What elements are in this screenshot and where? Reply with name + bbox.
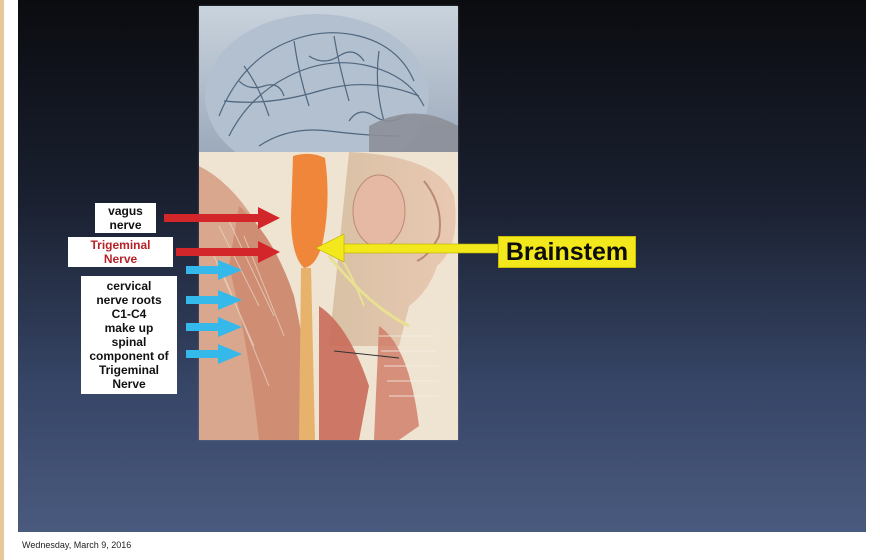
presentation-slide: vagus nerve Trigeminal Nerve cervical ne… — [18, 0, 866, 532]
vagus-nerve-label: vagus nerve — [95, 203, 156, 233]
brainstem-label: Brainstem — [498, 236, 636, 268]
cervical-nerve-roots-label: cervical nerve roots C1-C4 make up spina… — [81, 276, 177, 394]
trigeminal-nerve-label: Trigeminal Nerve — [68, 237, 173, 267]
head-neck-anatomy-image — [199, 6, 458, 440]
left-frame-border — [0, 0, 4, 560]
slide-date-footer: Wednesday, March 9, 2016 — [22, 540, 131, 550]
